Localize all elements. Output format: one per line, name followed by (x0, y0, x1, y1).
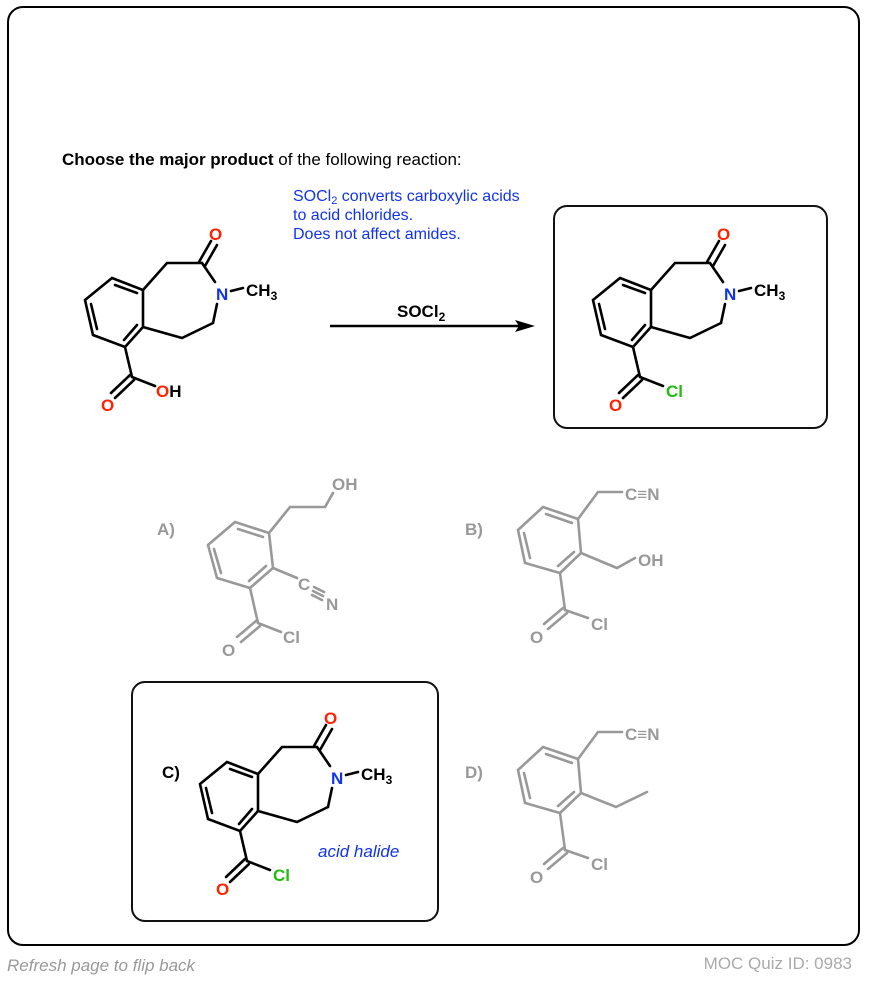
option-c-highlight-box[interactable] (131, 681, 439, 922)
atom-o: O (530, 868, 543, 887)
bond-ring-cooh (123, 345, 134, 379)
reactant-labels: O N CH3 O OH (101, 225, 278, 415)
reagent-note-line2: to acid chlorides. (293, 207, 414, 224)
benzene-ring (83, 276, 145, 349)
bond-c-oh (130, 375, 157, 388)
bond-ch2-ch2 (141, 321, 215, 340)
atom-o: O (324, 709, 337, 728)
bond-c-n (200, 261, 217, 284)
bond-c-o-a (197, 239, 213, 264)
option-b-molecule[interactable]: C≡N OH O Cl (516, 485, 664, 647)
atom-n: N (724, 285, 736, 304)
atom-cn: C≡N (625, 485, 659, 504)
reagent-note-line3: Does not affect amides. (293, 226, 461, 243)
reagent-note-line1: SOCl2 converts carboxylic acids (293, 188, 520, 207)
bond-c-o-double-a (109, 373, 132, 395)
atom-cl: Cl (283, 628, 300, 647)
option-c-label[interactable]: C) (162, 763, 180, 782)
option-b-label[interactable]: B) (465, 520, 483, 539)
atom-cl: Cl (273, 866, 290, 885)
flip-back-hint: Refresh page to flip back (7, 956, 196, 975)
atom-o: O (101, 396, 114, 415)
question-prompt-rest: of the following reaction: (273, 150, 462, 169)
atom-o: O (717, 225, 730, 244)
question-prompt: Choose the major product of the followin… (62, 150, 462, 170)
bond-c-o-double-b (113, 378, 136, 400)
bond-n-ch3 (229, 286, 245, 293)
atom-ch3: CH3 (754, 281, 786, 303)
product-molecule: O N CH3 O Cl (591, 225, 786, 415)
quiz-card[interactable] (7, 6, 860, 946)
atom-ch3: CH3 (246, 281, 278, 303)
atom-oh: OH (156, 382, 182, 401)
option-c-molecule[interactable]: O N CH3 O Cl (198, 709, 393, 899)
atom-oh: OH (332, 475, 358, 494)
option-a-molecule[interactable]: OH C N O Cl (206, 475, 358, 660)
atom-o: O (216, 880, 229, 899)
reagent-label: SOCl2 (397, 302, 446, 324)
option-d-molecule[interactable]: C≡N O Cl (516, 725, 659, 887)
question-prompt-bold: Choose the major product (62, 150, 274, 169)
option-c-annotation: acid halide (318, 842, 400, 861)
atom-ch3: CH3 (361, 765, 393, 787)
quiz-id: MOC Quiz ID: 0983 (703, 954, 852, 973)
reagent-note: SOCl2 converts carboxylic acids to acid … (293, 187, 520, 244)
atom-cl: Cl (591, 615, 608, 634)
option-d-label[interactable]: D) (465, 763, 483, 782)
reaction-arrow (330, 320, 535, 332)
bond-c-o-b (203, 243, 219, 268)
bond-ch2-carbonyl (141, 261, 204, 292)
atom-cn: C≡N (625, 725, 659, 744)
atom-o: O (222, 641, 235, 660)
atom-o: O (530, 628, 543, 647)
atom-oh: OH (638, 551, 664, 570)
atom-cl: Cl (666, 382, 683, 401)
atom-cl: Cl (591, 855, 608, 874)
atom-o: O (209, 225, 222, 244)
atom-n: N (216, 285, 228, 304)
atom-n: N (326, 595, 338, 614)
atom-o: O (609, 396, 622, 415)
atom-n: N (331, 769, 343, 788)
product-highlight-box (553, 205, 828, 429)
bond-n-ch2 (211, 302, 219, 325)
atom-c: C (298, 575, 310, 594)
reactant-molecule (83, 239, 245, 400)
option-a-label[interactable]: A) (157, 520, 175, 539)
